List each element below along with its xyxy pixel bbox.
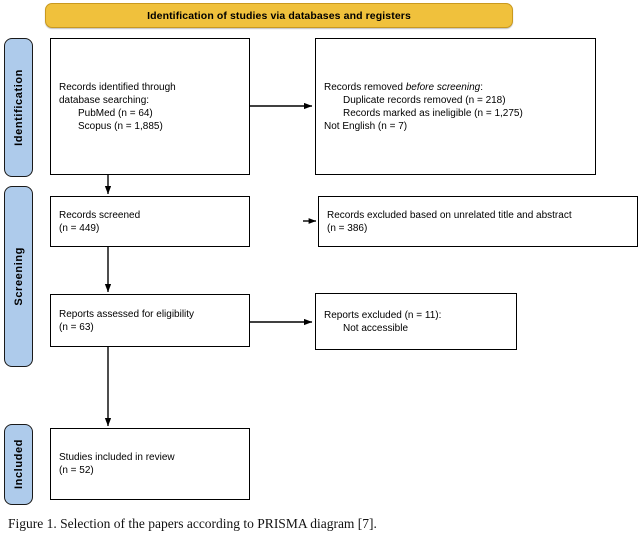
records-excluded-count: (n = 386) xyxy=(327,222,368,234)
box-reports-excluded: Reports excluded (n = 11): Not accessibl… xyxy=(315,293,517,350)
records-identified-scopus: Scopus (n = 1,885) xyxy=(78,120,163,132)
records-excluded-line1: Records excluded based on unrelated titl… xyxy=(327,209,572,221)
reports-assessed-count: (n = 63) xyxy=(59,321,94,333)
records-removed-ineligible: Records marked as ineligible (n = 1,275) xyxy=(343,107,523,119)
records-removed-not-english: Not English (n = 7) xyxy=(324,120,408,132)
records-removed-heading: Records removed before screening: xyxy=(324,81,587,94)
stage-label-included-text: Included xyxy=(12,439,25,490)
stage-label-screening: Screening xyxy=(4,186,33,367)
figure-caption: Figure 1. Selection of the papers accord… xyxy=(8,516,377,531)
records-removed-heading-pre: Records removed xyxy=(324,81,406,93)
records-identified-pubmed: PubMed (n = 64) xyxy=(78,107,153,119)
records-removed-heading-post: : xyxy=(480,81,483,93)
records-removed-duplicates: Duplicate records removed (n = 218) xyxy=(343,94,506,106)
reports-excluded-reason: Not accessible xyxy=(343,322,409,334)
stage-label-identification-text: Identification xyxy=(12,69,25,146)
box-records-screened: Records screened (n = 449) xyxy=(50,196,250,247)
reports-assessed-line1: Reports assessed for eligibility xyxy=(59,308,195,320)
box-records-identified: Records identified through database sear… xyxy=(50,38,250,175)
diagram-banner-title: Identification of studies via databases … xyxy=(45,3,513,28)
box-studies-included: Studies included in review (n = 52) xyxy=(50,428,250,500)
studies-included-count: (n = 52) xyxy=(59,465,94,476)
records-screened-line1: Records screened xyxy=(59,209,141,221)
banner-title-text: Identification of studies via databases … xyxy=(147,9,411,22)
records-removed-heading-em: before screening xyxy=(405,81,481,93)
records-identified-line2: database searching: xyxy=(59,94,150,106)
studies-included-line1: Studies included in review xyxy=(59,452,175,463)
reports-excluded-line1: Reports excluded (n = 11): xyxy=(324,309,442,321)
stage-label-included: Included xyxy=(4,424,33,505)
records-screened-count: (n = 449) xyxy=(59,222,100,234)
box-reports-assessed: Reports assessed for eligibility (n = 63… xyxy=(50,294,250,347)
box-records-excluded: Records excluded based on unrelated titl… xyxy=(318,196,638,247)
stage-label-identification: Identification xyxy=(4,38,33,177)
box-records-removed: Records removed before screening: Duplic… xyxy=(315,38,596,175)
stage-label-screening-text: Screening xyxy=(12,247,25,306)
records-identified-line1: Records identified through xyxy=(59,81,176,93)
